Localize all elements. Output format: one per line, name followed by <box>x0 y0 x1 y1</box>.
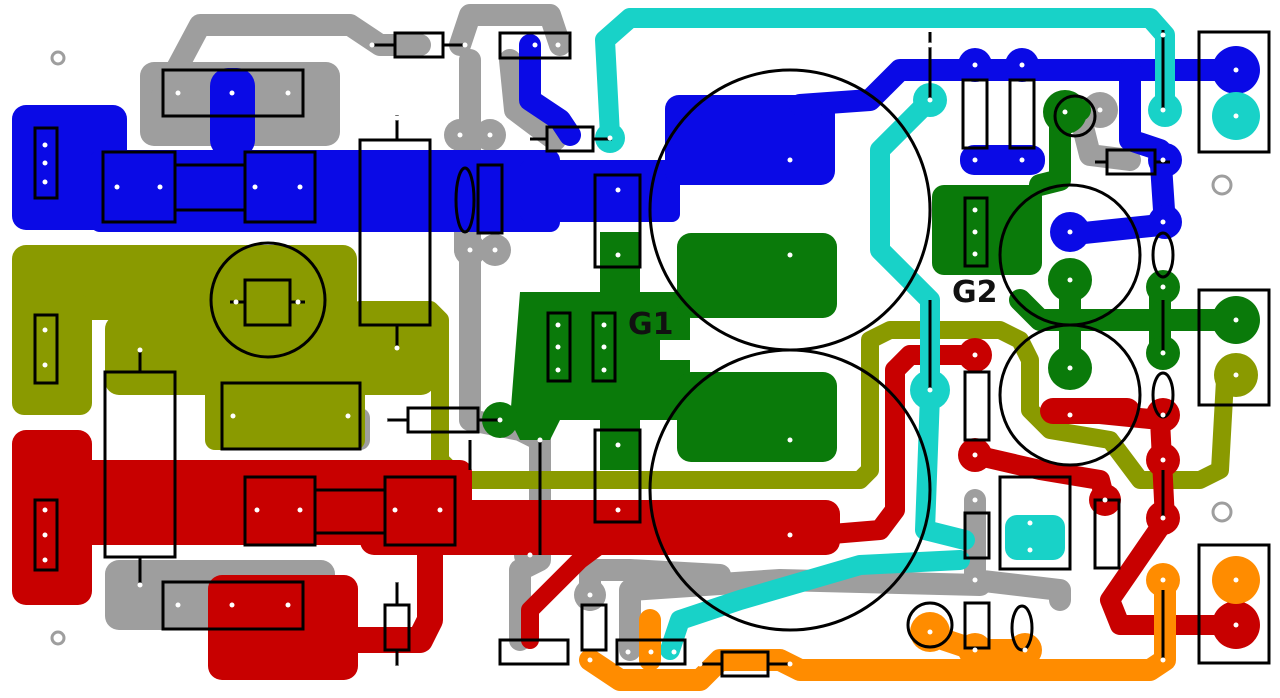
cyan-trace-bottom <box>660 550 970 660</box>
blue-pour-cap <box>665 95 835 185</box>
mounting-hole-right-bottom <box>1211 501 1233 523</box>
gray-trace-bottom-3 <box>619 569 991 661</box>
pad-frame-blue-1 <box>101 150 177 224</box>
olive-pour-mid <box>105 315 435 395</box>
olive-pour-lower <box>205 380 365 450</box>
cyan-trace-top <box>595 8 1175 145</box>
mounting-hole-top-left <box>50 50 66 66</box>
diode-mid <box>454 166 476 234</box>
blue-trace-right <box>1119 59 1176 236</box>
blue-pour-main <box>90 150 560 232</box>
header-bottom-1 <box>498 638 570 666</box>
green-trace-right-2 <box>1009 289 1251 331</box>
resistor-large-vertical <box>358 138 432 327</box>
connector-top-right <box>1197 30 1271 154</box>
blue-trace-top <box>789 59 1251 116</box>
green-pour-cap-2 <box>677 372 837 462</box>
olive-pour-left-2 <box>12 295 92 415</box>
transistor-frame-top <box>593 173 642 269</box>
pad-frame-bottom-left <box>161 580 305 631</box>
resistor-mid-vertical <box>476 163 504 235</box>
blue-pad-right-a <box>960 145 1045 175</box>
drill-holes <box>42 32 1239 671</box>
pad-frame-red-1 <box>243 475 317 547</box>
pad-frame-blue-2 <box>243 150 317 224</box>
red-net <box>12 338 1260 680</box>
olive-pour-left <box>12 245 357 320</box>
resistor-right-3 <box>963 370 991 442</box>
transistor-g1-a <box>546 311 572 383</box>
red-trace-bottom <box>327 542 443 653</box>
fuse-blue <box>33 126 59 200</box>
connector-bottom-right <box>1197 543 1271 665</box>
blue-pad-top <box>210 68 255 158</box>
label-g1: G1 <box>628 307 674 342</box>
transistor-frame-bottom <box>593 428 642 524</box>
green-pour-g1 <box>510 232 690 470</box>
fuse-red <box>33 498 59 572</box>
resistor-right-1 <box>961 78 989 150</box>
header-bottom-2 <box>615 638 687 666</box>
resistor-bottom-small <box>580 603 608 652</box>
connector-mid-right <box>1197 288 1271 407</box>
transistor-g1-b <box>591 311 617 383</box>
resistor-right-6 <box>963 601 991 650</box>
bridge-rectifier-outline <box>209 241 327 359</box>
resistor-right-2 <box>1008 78 1036 150</box>
diode-right-3 <box>1010 604 1034 652</box>
transistor-g2 <box>963 196 989 268</box>
label-g2: G2 <box>952 275 998 310</box>
cyan-net <box>595 8 1260 660</box>
orange-trace-bottom <box>579 569 1176 691</box>
resistor-right-5 <box>963 511 991 560</box>
cyan-pad-block <box>1005 515 1065 560</box>
mounting-hole-bottom-left <box>50 630 66 646</box>
gray-trace-mid-2 <box>499 49 566 151</box>
fuse-olive <box>33 313 59 385</box>
red-trace-bottom-2 <box>521 536 609 649</box>
gray-trace-right-top <box>1069 104 1141 171</box>
red-pour-main <box>12 460 472 545</box>
green-pour-cap-1 <box>677 233 837 318</box>
mounting-holes <box>50 50 1233 646</box>
pad-frame-red-2 <box>383 475 457 547</box>
header-top <box>498 31 572 60</box>
capacitor-small-top <box>1053 94 1097 138</box>
component-outlines <box>33 30 1271 678</box>
diode-right-1 <box>1151 231 1175 279</box>
capacitor-small-bottom <box>906 601 954 649</box>
red-trace-right-3 <box>1050 400 1250 635</box>
pad-frame-olive <box>220 381 362 451</box>
mounting-hole-right-top <box>1211 174 1233 196</box>
pad-frame-top-left <box>161 68 305 118</box>
capacitor-right-bottom <box>998 323 1142 467</box>
red-pour-bus <box>430 500 840 555</box>
gray-trace-top-2 <box>449 4 571 56</box>
red-pad-cap <box>1040 398 1140 424</box>
capacitor-large-bottom <box>648 348 932 632</box>
transistor-frame-right <box>998 475 1072 571</box>
